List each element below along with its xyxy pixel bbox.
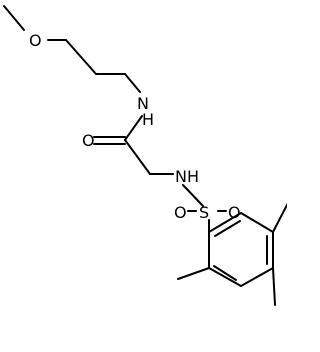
sulfonyl-oxygen-right-label: O [228, 203, 241, 222]
bond-set [3, 5, 287, 306]
bond-c1-c2 [65, 39, 97, 75]
ring-bond-4 [240, 267, 274, 287]
bond-ring-methyl-top [272, 202, 287, 233]
ring-bond-5 [208, 267, 242, 287]
amide-nitrogen-label: N [137, 94, 149, 113]
amide-hydrogen-label: H [142, 110, 154, 129]
bond-ring-methyl-bottom [272, 267, 276, 306]
ring-bond-2 [240, 212, 274, 233]
ring-inner-bond-3 [213, 265, 237, 281]
bond-carbonyl-ch2 [124, 139, 151, 175]
sulfonamide-nh-label: NH [175, 167, 199, 186]
ring-inner-bond-1 [214, 220, 241, 237]
sulfonyl-oxygen-left-label: O [174, 203, 187, 222]
carbonyl-oxygen-label: O [82, 131, 95, 150]
bond-ring-methyl-left [177, 267, 210, 280]
molecule-structure: O N H O NH S O O [3, 5, 287, 306]
bond-nh-s [182, 184, 204, 207]
bond-c3-n [124, 73, 141, 93]
methoxy-oxygen-label: O [29, 31, 42, 50]
bond-methyl-o [3, 5, 25, 31]
sulfur-label: S [199, 203, 209, 222]
bond-n-carbonyl [124, 115, 143, 141]
ring-bond-1 [208, 212, 242, 233]
